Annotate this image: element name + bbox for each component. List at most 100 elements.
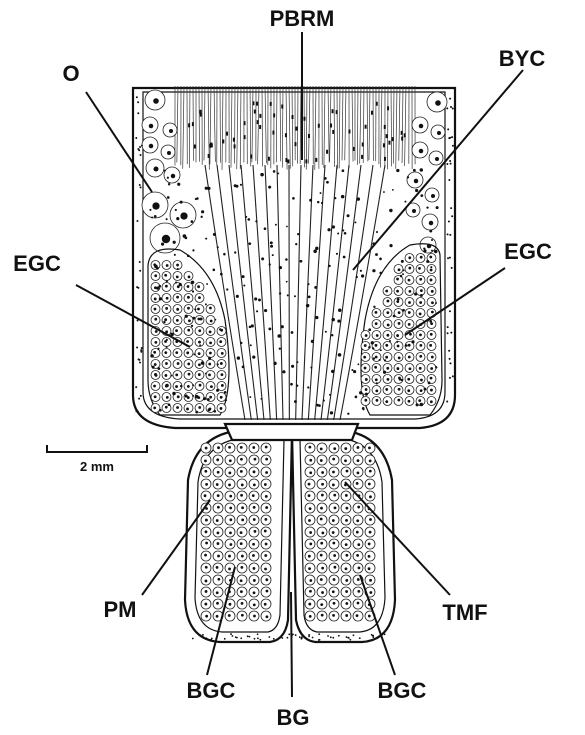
bgc-cell-nucleus — [252, 446, 255, 449]
egc-cell-nucleus — [407, 378, 410, 381]
bgc-cell-nucleus — [216, 483, 219, 486]
egc-cell-nucleus — [175, 351, 178, 354]
bgc-cell-nucleus — [217, 531, 220, 534]
lobe-wall-speck — [338, 635, 340, 637]
speck — [157, 367, 160, 370]
pbrm-mark — [332, 130, 334, 134]
bgc-cell-nucleus — [332, 531, 335, 534]
bgc-cell-nucleus — [217, 542, 220, 545]
speck — [294, 295, 296, 297]
speck — [316, 404, 319, 407]
egc-cell-nucleus — [166, 297, 169, 300]
speck — [205, 303, 207, 305]
lobe-wall-speck — [230, 633, 232, 635]
pbrm-mark — [326, 150, 328, 154]
egc-cell-nucleus — [376, 399, 379, 402]
bgc-cell-nucleus — [356, 519, 359, 522]
egc-cell-nucleus — [165, 374, 168, 377]
wall-speck — [140, 395, 142, 397]
bgc-cell-nucleus — [369, 470, 372, 473]
speck — [435, 366, 437, 368]
pbrm-mark — [256, 102, 258, 106]
speck — [208, 357, 211, 360]
lobe-wall-speck — [349, 639, 351, 641]
bgc-cell-nucleus — [309, 531, 312, 534]
speck — [402, 273, 404, 275]
bgc-cell-nucleus — [240, 494, 243, 497]
speck — [205, 373, 207, 375]
lobe-wall-speck — [257, 633, 259, 635]
bgc-cell-nucleus — [345, 494, 348, 497]
speck — [193, 353, 195, 355]
speck — [315, 316, 318, 319]
bgc-cell-nucleus — [320, 507, 323, 510]
speck — [213, 410, 216, 413]
bgc-cell-nucleus — [368, 543, 371, 546]
wall-speck — [450, 106, 452, 108]
bgc-cell-nucleus — [228, 446, 231, 449]
egc-cell-nucleus — [186, 408, 189, 411]
bgc-cell-nucleus — [309, 615, 312, 618]
bgc-cell-nucleus — [228, 483, 231, 486]
speck — [291, 365, 294, 368]
egc-cell-nucleus — [430, 377, 433, 380]
lobe-wall-speck — [281, 637, 283, 639]
lobe-wall-speck — [295, 634, 297, 636]
egc-cell-nucleus — [188, 373, 191, 376]
egc-cell-nucleus — [209, 307, 212, 310]
speck — [332, 225, 335, 228]
bgc-cell-nucleus — [229, 459, 232, 462]
wall-speck — [450, 362, 452, 364]
speck — [177, 268, 179, 270]
speck — [226, 288, 228, 290]
bgc-cell-nucleus — [321, 567, 324, 570]
bgc-cell-nucleus — [265, 446, 268, 449]
speck — [173, 241, 176, 244]
speck — [264, 227, 267, 230]
speck — [154, 215, 157, 218]
pbrm-mark — [294, 142, 296, 146]
pbrm-mark — [194, 144, 196, 148]
pbrm-mark — [273, 113, 275, 117]
label-egc-right: EGC — [504, 239, 552, 264]
egc-cell-nucleus — [385, 356, 388, 359]
egc-cell-nucleus — [385, 290, 388, 293]
egc-cell-nucleus — [221, 384, 224, 387]
egc-cell-nucleus — [187, 329, 190, 332]
label-pbrm: PBRM — [270, 6, 335, 31]
speck — [273, 362, 276, 365]
bgc-cell-nucleus — [229, 507, 232, 510]
speck — [154, 373, 157, 376]
speck — [195, 411, 198, 414]
speck — [315, 247, 318, 250]
pbrm-mark — [233, 138, 235, 142]
egc-cell-nucleus — [364, 399, 367, 402]
speck — [297, 233, 299, 235]
pbrm-mark — [361, 155, 363, 159]
speck — [372, 269, 375, 272]
speck — [331, 334, 333, 336]
speck — [172, 392, 176, 396]
speck — [343, 256, 346, 259]
egc-cell-nucleus — [188, 319, 191, 322]
speck — [213, 233, 216, 236]
bgc-cell-nucleus — [216, 602, 219, 605]
egc-cell-nucleus — [420, 256, 423, 259]
label-tmf: TMF — [442, 600, 487, 625]
speck — [405, 344, 408, 347]
wall-speck — [135, 386, 137, 388]
bgc-cell-nucleus — [204, 470, 207, 473]
wall-speck — [450, 332, 452, 334]
egc-cell-nucleus — [387, 324, 390, 327]
bgc-cell-nucleus — [321, 614, 324, 617]
bgc-cell-nucleus — [253, 518, 256, 521]
bgc-cell-nucleus — [333, 494, 336, 497]
lobe-wall-speck — [247, 635, 249, 637]
egc-cell-nucleus — [419, 333, 422, 336]
bgc-cell-nucleus — [252, 554, 255, 557]
speck — [337, 232, 339, 234]
speck — [435, 302, 437, 304]
egc-cell-nucleus — [431, 356, 434, 359]
speck — [279, 292, 281, 294]
bgc-cell-nucleus — [253, 603, 256, 606]
